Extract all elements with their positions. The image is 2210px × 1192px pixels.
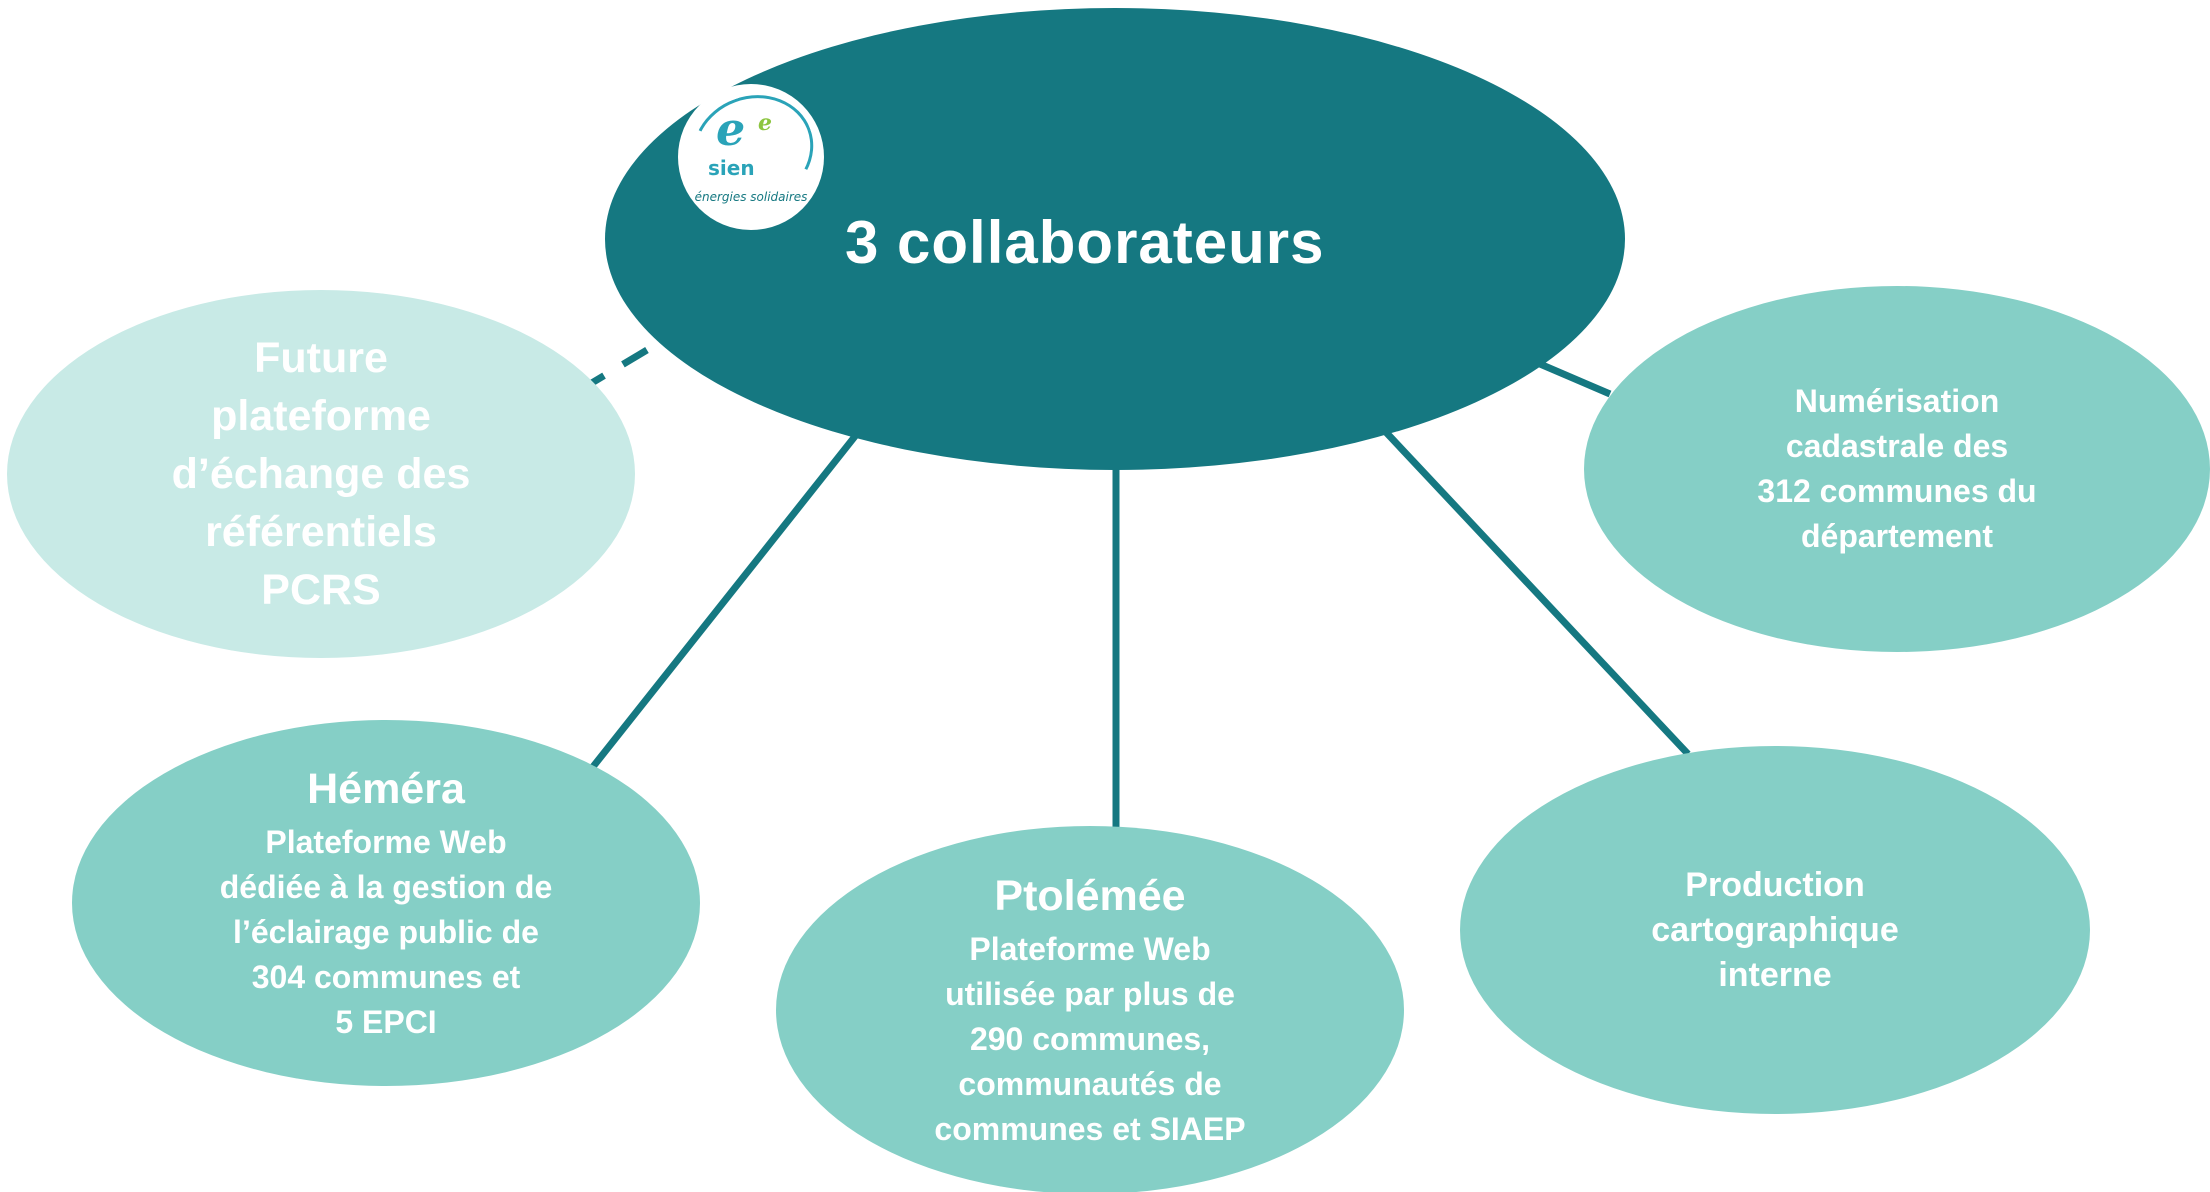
numerisation-line: 312 communes du — [1757, 473, 2037, 509]
node-ptolemee: Ptolémée Plateforme Web utilisée par plu… — [776, 826, 1404, 1192]
numerisation-line: Numérisation — [1794, 383, 2000, 419]
logo-letter: e — [716, 102, 746, 156]
connector-hemera — [589, 427, 863, 771]
sien-logo-icon: e e sien énergies solidaires — [677, 78, 829, 230]
future-line: d’échange des — [171, 450, 471, 498]
ptolemee-line: Plateforme Web — [969, 930, 1211, 967]
node-center: e e sien énergies solidaires 3 collabora… — [605, 8, 1625, 470]
logo-letter: e — [758, 110, 772, 136]
hemera-line: Plateforme Web — [265, 823, 507, 860]
node-production: Production cartographique interne — [1460, 746, 2090, 1114]
logo-wordmark: sien — [708, 156, 755, 180]
ptolemee-line: communautés de — [958, 1065, 1222, 1102]
production-line: interne — [1718, 955, 1832, 994]
ptolemee-line: utilisée par plus de — [945, 975, 1235, 1012]
logo-tagline: énergies solidaires — [694, 190, 808, 204]
hemera-line: dédiée à la gestion de — [219, 868, 553, 905]
future-line: plateforme — [211, 392, 431, 440]
numerisation-line: cadastrale des — [1785, 428, 2009, 464]
center-title: 3 collaborateurs — [845, 209, 1325, 276]
ptolemee-title: Ptolémée — [994, 871, 1186, 920]
future-line: PCRS — [261, 566, 381, 614]
hemera-line: l’éclairage public de — [233, 913, 539, 950]
hemera-line: 5 EPCI — [335, 1003, 437, 1040]
future-line: Future — [254, 334, 388, 382]
production-line: cartographique — [1651, 910, 1899, 949]
node-future-pcrs: Future plateforme d’échange des référent… — [7, 290, 635, 658]
ptolemee-line: communes et SIAEP — [934, 1110, 1246, 1147]
future-line: référentiels — [205, 508, 437, 556]
hemera-title: Héméra — [307, 764, 465, 813]
connector-numerisation — [1538, 360, 1612, 398]
hemera-line: 304 communes et — [251, 958, 521, 995]
ptolemee-line: 290 communes, — [969, 1020, 1211, 1057]
node-numerisation: Numérisation cadastrale des 312 communes… — [1584, 286, 2210, 652]
production-line: Production — [1685, 865, 1865, 904]
numerisation-line: département — [1800, 518, 1994, 554]
connector-production — [1379, 425, 1691, 757]
node-hemera: Héméra Plateforme Web dédiée à la gestio… — [72, 720, 700, 1086]
